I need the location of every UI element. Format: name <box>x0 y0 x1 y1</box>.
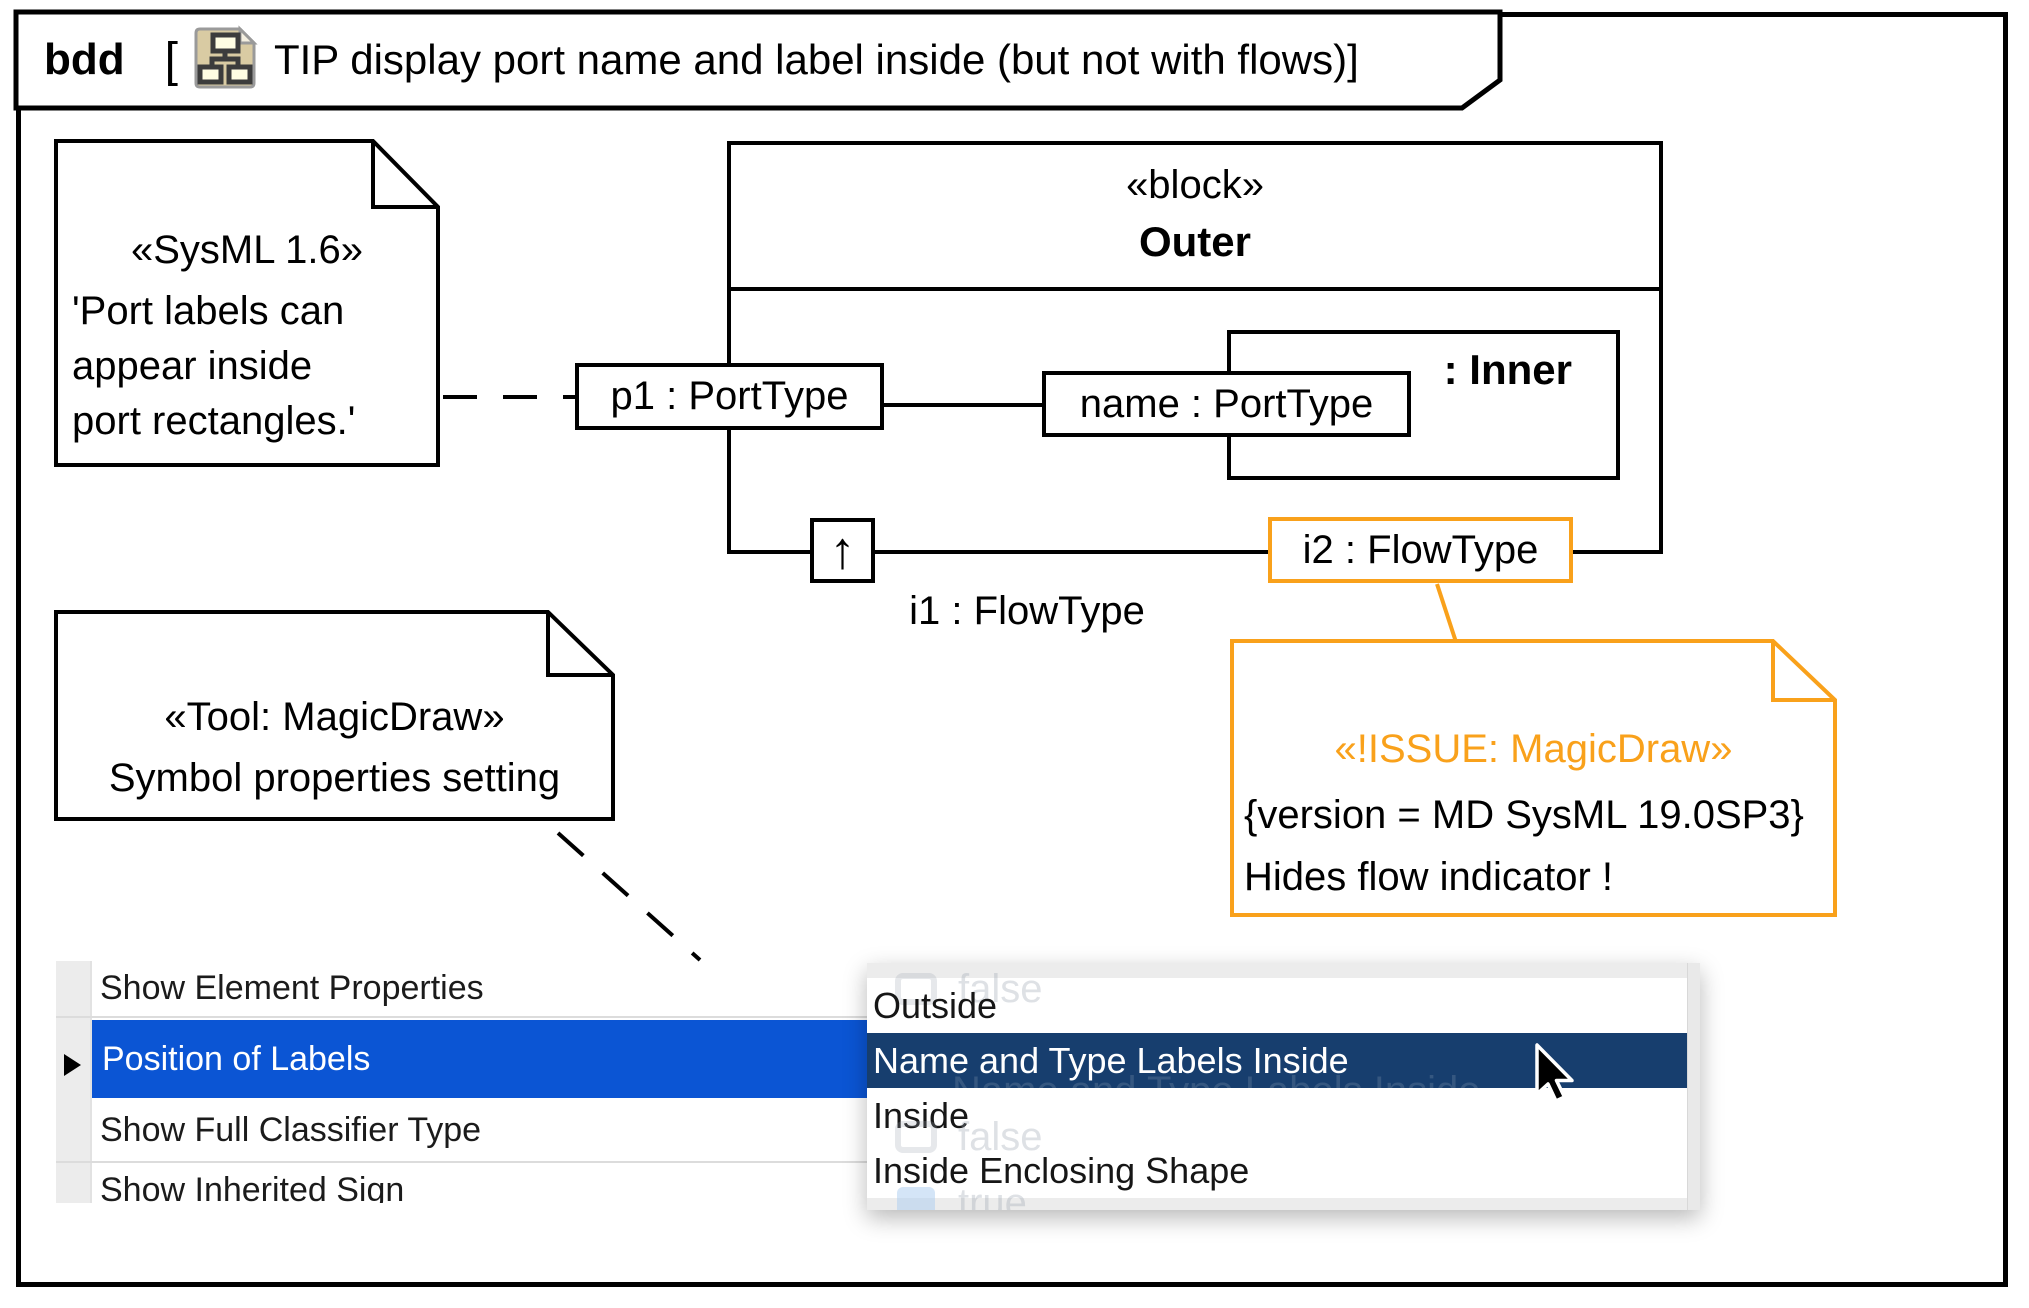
ghost-value: true <box>958 1181 1027 1210</box>
panel-row-show-element-properties[interactable]: Show Element Properties <box>100 961 484 1016</box>
tool-note-stereotype: «Tool: MagicDraw» <box>164 695 505 739</box>
dropdown-option-inside-enclosing-shape[interactable]: Inside Enclosing Shape <box>867 1143 1687 1198</box>
flow-arrow-icon: ↑ <box>829 521 856 580</box>
port-i2-label: i2 : FlowType <box>1302 527 1539 572</box>
part-inner-label: : Inner <box>1443 346 1572 393</box>
tool-note-anchor-line <box>556 831 702 962</box>
panel-row-label: Show Element Properties <box>100 969 484 1007</box>
panel-row-label: Show Full Classifier Type <box>100 1111 482 1149</box>
dropdown-top-strip <box>867 963 1700 978</box>
dropdown-option-label: Name and Type Labels Inside <box>873 1039 1349 1081</box>
dropdown-option-outside[interactable]: Outside <box>867 978 1687 1033</box>
sysml-note-line2: appear inside <box>72 344 313 388</box>
panel-row-label: Position of Labels <box>102 1039 371 1078</box>
block-outer-divider <box>727 287 1663 291</box>
sysml-note-shape <box>54 139 440 467</box>
sysml-note-stereotype: «SysML 1.6» <box>131 228 363 272</box>
bdd-diagram-icon <box>192 24 258 96</box>
port-i1-flow-indicator: ↑ <box>810 518 875 583</box>
sysml-note-fold <box>371 141 438 209</box>
ghost-value: false <box>958 1115 1043 1159</box>
panel-row-show-inherited-sign[interactable]: Show Inherited Sign <box>100 1163 404 1203</box>
block-outer-stereotype: «block» <box>1126 163 1264 207</box>
issue-note-stereotype: «!ISSUE: MagicDraw» <box>1334 727 1733 771</box>
open-bracket: [ <box>164 33 178 87</box>
port-name-label: name : PortType <box>1079 381 1374 426</box>
port-p1-label: p1 : PortType <box>610 374 849 418</box>
dropdown-option-label: Outside <box>873 984 998 1026</box>
ghost-checkbox-checked-icon <box>897 1187 935 1210</box>
panel-row-label: Show Inherited Sign <box>100 1171 405 1203</box>
tool-note-fold <box>546 612 613 677</box>
issue-note-body: Hides flow indicator ! <box>1244 855 1614 899</box>
sysml-note-body: 'Port labels can appear inside port rect… <box>72 284 438 449</box>
diagram-kind-label: bdd <box>44 35 125 84</box>
port-p1: p1 : PortType <box>575 363 884 430</box>
tool-note-body: Symbol properties setting <box>108 756 561 800</box>
port-name: name : PortType <box>1042 371 1411 437</box>
port-i2: i2 : FlowType <box>1268 517 1573 583</box>
issue-note-shape <box>1230 639 1837 917</box>
ghost-checkbox-icon <box>895 973 937 1005</box>
port-i1-label: i1 : FlowType <box>909 589 1145 633</box>
dropdown-bottom-strip <box>867 1198 1700 1210</box>
ghost-checkbox-icon <box>895 1121 937 1153</box>
ghost-value: Name and Type Labels Inside <box>952 1069 1481 1088</box>
diagram-title: TIP display port name and label inside (… <box>273 36 1359 83</box>
tool-note-shape <box>54 610 615 821</box>
issue-note-fold <box>1771 641 1835 702</box>
dropdown-option-label: Inside Enclosing Shape <box>873 1149 1250 1191</box>
dropdown-option-inside[interactable]: Inside <box>867 1088 1687 1143</box>
sysml-note-line1: 'Port labels can <box>72 289 345 333</box>
issue-note-callout-line <box>1435 583 1458 643</box>
sysml-note-line3: port rectangles.' <box>72 399 356 443</box>
block-outer <box>727 141 1663 554</box>
block-outer-name: Outer <box>1138 218 1251 265</box>
dropdown-scrollbar-track[interactable] <box>1687 963 1700 1210</box>
dropdown-option-label: Inside <box>873 1094 970 1136</box>
issue-note-constraint: {version = MD SysML 19.0SP3} <box>1244 793 1804 837</box>
block-outer-title-compartment: «block» Outer <box>727 141 1663 291</box>
frame-heading-tab <box>13 9 1503 111</box>
position-of-labels-dropdown: false Outside Name and Type Labels Insid… <box>867 963 1700 1210</box>
panel-row-show-full-classifier-type[interactable]: Show Full Classifier Type <box>100 1098 481 1163</box>
dropdown-option-name-and-type-labels-inside[interactable]: Name and Type Labels Inside Name and Typ… <box>867 1033 1687 1088</box>
frame-heading: bdd [ TIP display port name and label in… <box>44 24 1359 96</box>
expand-arrow-icon[interactable] <box>64 1054 81 1076</box>
ghost-value: false <box>958 967 1043 1011</box>
